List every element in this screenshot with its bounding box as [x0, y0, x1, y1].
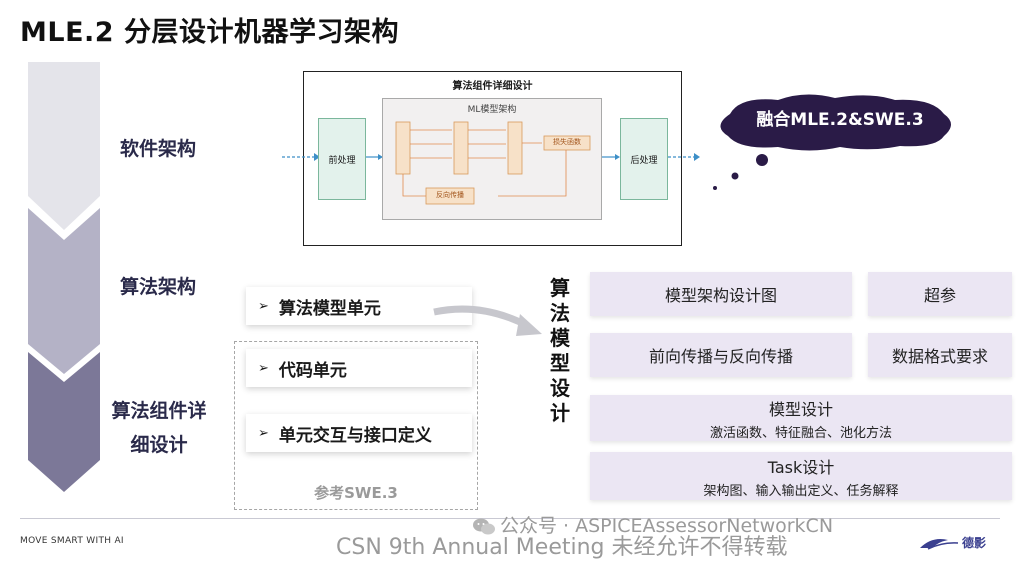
- label-algorithm-architecture: 算法架构: [119, 276, 196, 298]
- vertical-char: 法: [550, 301, 570, 325]
- card-forward-backward-propagation: 前向传播与反向传播: [590, 333, 852, 377]
- unit-code: ➢ 代码单元: [246, 349, 472, 387]
- label-algorithm-component-design-line2: 细设计: [130, 434, 188, 456]
- card-data-format-requirements: 数据格式要求: [868, 333, 1012, 377]
- wechat-icon: [473, 518, 495, 535]
- arrow-bullet-icon: ➢: [258, 425, 269, 441]
- page-title: MLE.2 分层设计机器学习架构: [20, 17, 399, 48]
- label-software-architecture: 软件架构: [119, 138, 196, 160]
- arrow-pre-to-ml-icon: [366, 154, 383, 160]
- vertical-char: 型: [550, 351, 570, 375]
- pre-processing-box: 前处理: [318, 118, 366, 200]
- vertical-char: 计: [550, 401, 570, 425]
- card-task-design-title: Task设计: [767, 457, 835, 477]
- diagram-title: 算法组件详细设计: [452, 81, 533, 92]
- unit-interaction-interface: ➢ 单元交互与接口定义: [246, 414, 472, 452]
- curved-arrow-icon: [433, 305, 542, 336]
- chevron-algorithm-component-design: [28, 352, 100, 492]
- chevron-algorithm-architecture: [28, 208, 100, 374]
- callout-text: 融合MLE.2&SWE.3: [756, 110, 924, 130]
- swe3-reference-box: [234, 341, 478, 510]
- ml-model-title: ML模型架构: [467, 105, 517, 115]
- post-processing-box: 后处理: [620, 118, 668, 200]
- backprop-label: 反向传播: [436, 191, 464, 199]
- ml-model-box: ML模型架构: [382, 98, 602, 220]
- card-task-design: Task设计 架构图、输入输出定义、任务解释: [590, 452, 1012, 500]
- vertical-char: 模: [550, 326, 570, 350]
- card-model-design-sub: 激活函数、特征融合、池化方法: [709, 425, 892, 441]
- thought-bubble-icon: [713, 94, 951, 190]
- card-task-design-sub: 架构图、输入输出定义、任务解释: [703, 483, 899, 499]
- wechat-watermark: 公众号 · ASPICEAssessorNetworkCN: [500, 515, 834, 537]
- arrow-bullet-icon: ➢: [258, 360, 269, 376]
- label-algorithm-component-design-line1: 算法组件详: [111, 400, 207, 422]
- footer-slogan: MOVE SMART WITH AI: [20, 536, 124, 546]
- arrow-bullet-icon: ➢: [258, 298, 269, 314]
- brand-logo-icon: [920, 539, 959, 550]
- card-model-design: 模型设计 激活函数、特征融合、池化方法: [590, 395, 1012, 441]
- unit-algorithm-model: ➢ 算法模型单元: [246, 287, 472, 325]
- card-model-architecture-diagram: 模型架构设计图: [590, 272, 852, 316]
- chevron-software-architecture: [28, 62, 100, 230]
- vertical-char: 算: [550, 276, 570, 300]
- unit-code-label: 代码单元: [278, 360, 347, 381]
- chevron-arrows: [28, 62, 100, 492]
- swe3-reference-label: 参考SWE.3: [314, 484, 398, 502]
- card-hyperparameters: 超参: [868, 272, 1012, 316]
- input-arrow-icon: [282, 153, 320, 161]
- output-arrow-icon: [668, 153, 700, 161]
- neural-network-icon: [395, 121, 591, 205]
- event-watermark: CSN 9th Annual Meeting 未经允许不得转载: [336, 535, 788, 560]
- footer-divider: [20, 518, 1000, 519]
- unit-interaction-interface-label: 单元交互与接口定义: [278, 425, 432, 446]
- unit-algorithm-model-label: 算法模型单元: [278, 298, 381, 319]
- vertical-char: 设: [550, 376, 570, 400]
- arrow-ml-to-post-icon: [602, 154, 620, 160]
- card-model-design-title: 模型设计: [768, 399, 833, 419]
- algorithm-model-design-vertical-title: 算 法 模 型 设 计: [546, 276, 574, 426]
- loss-function-label: 损失函数: [553, 138, 581, 146]
- brand-logo-text: 德影: [962, 536, 987, 550]
